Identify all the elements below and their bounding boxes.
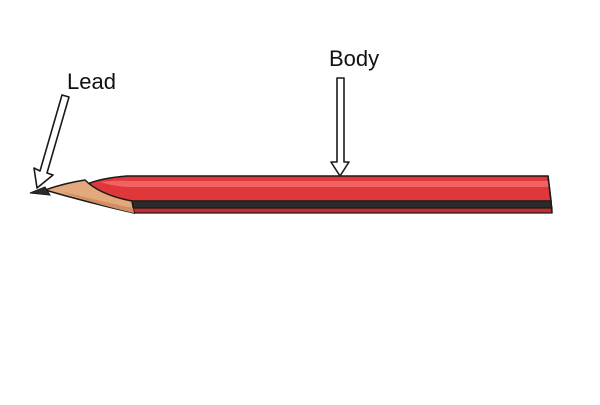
body-label: Body	[329, 46, 380, 71]
lead-label: Lead	[67, 69, 116, 94]
pencil-lead	[29, 186, 51, 196]
body-arrow-icon	[330, 77, 350, 177]
pencil-body	[83, 175, 553, 214]
pencil-wood-tip	[42, 179, 135, 214]
lead-arrow-icon	[33, 94, 70, 189]
